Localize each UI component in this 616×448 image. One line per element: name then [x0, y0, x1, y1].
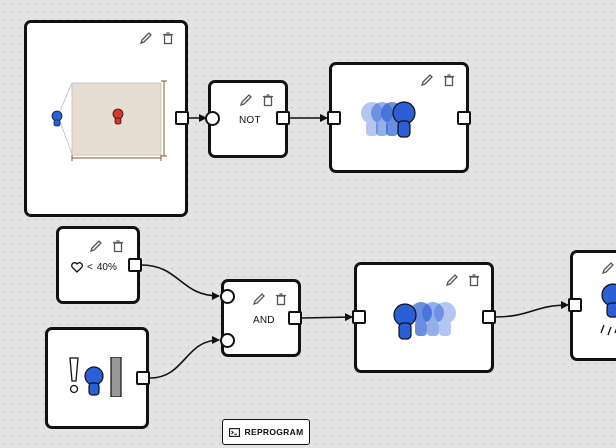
red-robot-icon: [112, 108, 124, 125]
node-tools: [89, 239, 125, 253]
output-port[interactable]: [288, 311, 302, 325]
wire-action2-to-action3: [494, 301, 569, 318]
output-port[interactable]: [482, 310, 496, 324]
input-port[interactable]: [568, 298, 582, 312]
advance-robot-icon: [393, 302, 456, 340]
retreat-robot-icon: [361, 101, 416, 138]
node-tools: [601, 261, 615, 275]
pencil-icon[interactable]: [252, 292, 266, 306]
node-tools: [239, 93, 275, 107]
obstacle-alert-icon: [69, 357, 122, 397]
attack-robot-icon: [600, 283, 616, 336]
wire-and-to-action2: [301, 313, 353, 322]
action-node[interactable]: [354, 262, 494, 373]
output-port[interactable]: [136, 371, 150, 385]
wire-health-to-and: [140, 264, 220, 300]
input-port-a[interactable]: [220, 289, 235, 304]
reprogram-label: REPROGRAM: [244, 427, 304, 437]
health-condition: < 40%: [71, 262, 117, 273]
node-tools: [252, 292, 288, 306]
pencil-icon[interactable]: [420, 73, 434, 87]
pencil-icon[interactable]: [89, 239, 103, 253]
pencil-icon[interactable]: [445, 273, 459, 287]
wire-obstacle-to-and: [149, 336, 220, 379]
terminal-icon: [228, 427, 240, 437]
pencil-icon[interactable]: [601, 261, 615, 275]
input-port[interactable]: [327, 111, 341, 125]
sensor-zone-node[interactable]: [24, 20, 188, 217]
trash-icon[interactable]: [161, 31, 175, 45]
output-port[interactable]: [457, 111, 471, 125]
trash-icon[interactable]: [442, 73, 456, 87]
blue-robot-icon: [51, 110, 63, 127]
heart-icon: [71, 262, 83, 273]
action-node[interactable]: [329, 62, 469, 173]
gate-label: AND: [253, 315, 275, 326]
health-condition-node[interactable]: < 40%: [56, 226, 140, 304]
pencil-icon[interactable]: [239, 93, 253, 107]
zone-diagram: [51, 80, 167, 161]
reprogram-button[interactable]: REPROGRAM: [222, 419, 310, 445]
input-port[interactable]: [205, 111, 220, 126]
condition-operator: <: [87, 262, 93, 273]
input-port[interactable]: [352, 310, 366, 324]
trash-icon[interactable]: [274, 292, 288, 306]
node-tools: [139, 31, 175, 45]
obstacle-sensor-node[interactable]: [45, 327, 149, 429]
gate-label: NOT: [239, 115, 261, 126]
node-tools: [420, 73, 456, 87]
node-tools: [445, 273, 481, 287]
input-port-b[interactable]: [220, 333, 235, 348]
pencil-icon[interactable]: [139, 31, 153, 45]
trash-icon[interactable]: [111, 239, 125, 253]
trash-icon[interactable]: [467, 273, 481, 287]
trash-icon[interactable]: [261, 93, 275, 107]
output-port[interactable]: [276, 111, 290, 125]
condition-value: 40%: [96, 262, 117, 273]
output-port[interactable]: [128, 258, 142, 272]
output-port[interactable]: [175, 111, 189, 125]
